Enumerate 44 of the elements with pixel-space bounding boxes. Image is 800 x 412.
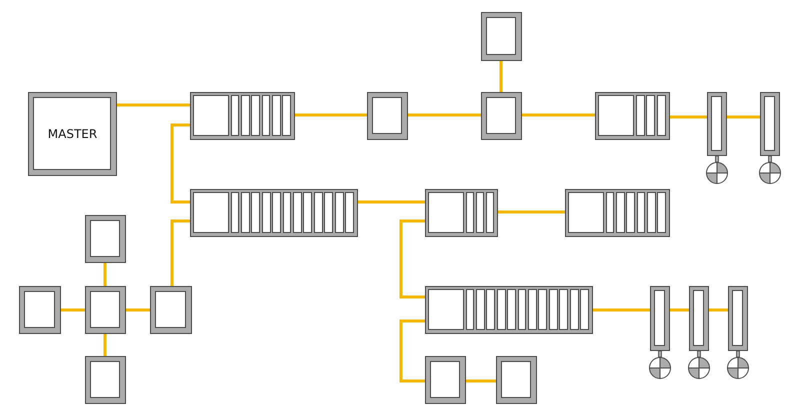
network-cable xyxy=(670,308,689,312)
network-cable xyxy=(170,220,190,286)
module-box xyxy=(481,92,522,140)
rack-module xyxy=(565,189,670,237)
network-cable xyxy=(295,114,367,116)
network-cable xyxy=(670,116,707,118)
rack-module xyxy=(190,92,295,140)
module-box xyxy=(85,286,126,334)
rack-module xyxy=(595,92,670,140)
network-cable xyxy=(498,210,565,214)
module-box xyxy=(425,356,466,404)
drive-module xyxy=(728,286,748,351)
network-cable xyxy=(400,220,425,298)
module-box xyxy=(85,356,126,404)
network-cable xyxy=(593,308,650,312)
network-cable xyxy=(104,334,106,356)
module-box xyxy=(85,215,126,263)
network-cable xyxy=(104,263,106,286)
module-box xyxy=(19,286,61,334)
network-cable xyxy=(117,104,190,106)
module-box xyxy=(150,286,192,334)
drive-module xyxy=(760,92,780,156)
network-cable xyxy=(400,320,425,382)
network-cable xyxy=(727,116,760,118)
network-cable xyxy=(126,308,150,312)
module-box xyxy=(496,356,537,404)
network-cable xyxy=(61,308,85,312)
drive-module xyxy=(689,286,709,351)
rack-module xyxy=(190,189,358,237)
network-cable xyxy=(358,200,425,204)
master-box xyxy=(28,92,117,176)
network-cable xyxy=(500,61,502,92)
rack-module xyxy=(425,189,498,237)
drive-module xyxy=(650,286,670,351)
node-label: MASTER xyxy=(46,127,98,141)
network-cable xyxy=(170,124,190,204)
network-cable xyxy=(709,308,728,312)
rack-module xyxy=(425,286,593,334)
module-box xyxy=(367,92,408,140)
network-cable xyxy=(408,114,481,116)
network-cable xyxy=(466,380,496,382)
module-box xyxy=(481,12,522,61)
drive-module xyxy=(707,92,727,156)
network-cable xyxy=(522,114,595,116)
